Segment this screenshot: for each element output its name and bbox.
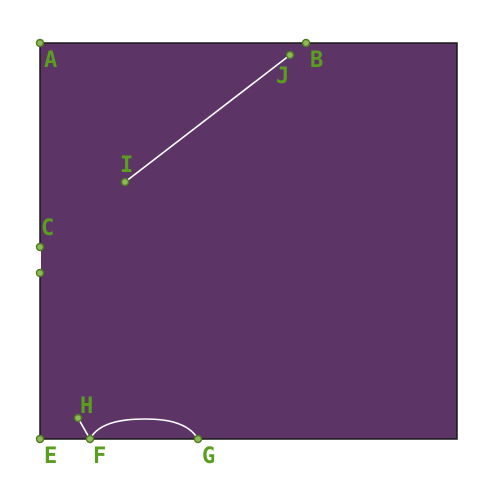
point-h-marker[interactable] [73,413,83,423]
point-label-e: E [44,444,57,469]
arc-fg [89,418,199,440]
point-a-marker[interactable] [35,38,45,48]
point-label-c: C [41,216,54,241]
point-markers [35,38,311,444]
point-label-a: A [44,48,57,73]
point-label-b: B [310,48,323,73]
point-g-marker[interactable] [193,434,203,444]
point-c-marker[interactable] [35,242,45,252]
segment-ij [124,54,291,183]
point-label-h: H [80,394,93,419]
point-label-j: J [276,64,289,89]
point-i-marker[interactable] [120,177,130,187]
point-label-f: F [93,444,106,469]
point-label-i: I [120,153,133,178]
point-labels: A B C E F G H I J [41,48,323,469]
square-shape [39,42,458,440]
point-e-marker[interactable] [35,434,45,444]
point-j-marker[interactable] [285,50,295,60]
point-b-marker[interactable] [301,38,311,48]
point-c2-marker[interactable] [35,268,45,278]
point-f-marker[interactable] [85,434,95,444]
point-label-g: G [202,444,215,469]
